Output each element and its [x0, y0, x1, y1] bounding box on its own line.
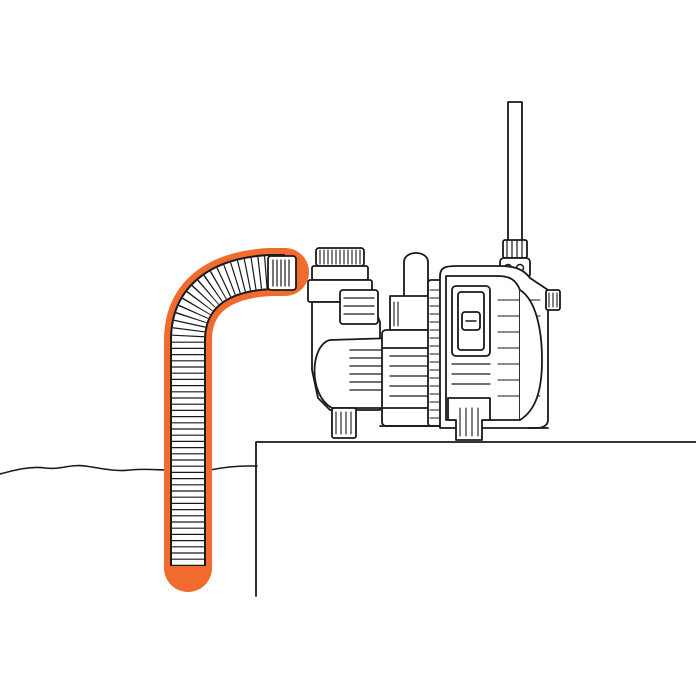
platform — [255, 441, 696, 597]
suction-hose-icon — [164, 248, 309, 592]
garden-pump-icon — [307, 247, 561, 441]
hose-corrugation — [172, 256, 286, 566]
pressure-hose-icon — [499, 101, 531, 291]
hose-fitting-ribs — [272, 259, 290, 287]
water-surface-line — [0, 464, 258, 475]
hose-end-fitting — [267, 255, 297, 291]
